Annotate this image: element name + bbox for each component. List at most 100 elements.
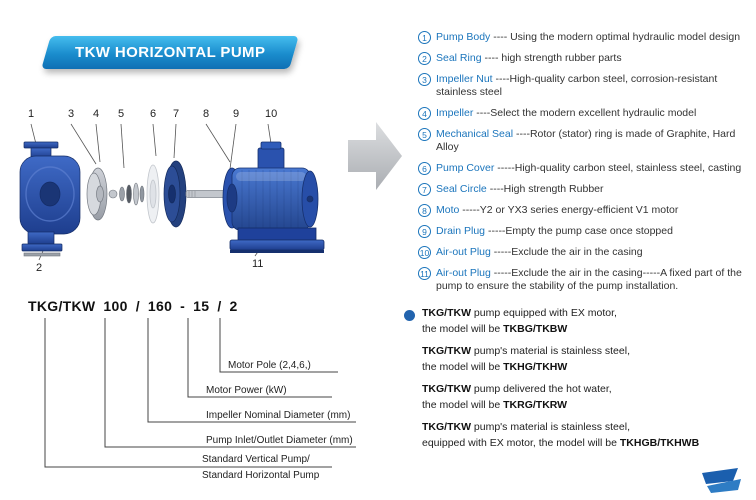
part-name: Air-out Plug — [436, 246, 491, 258]
callout-6: 6 — [150, 108, 157, 120]
note-pre: the model will be — [422, 323, 504, 335]
note-item: TKG/TKW pump's material is stainless ste… — [422, 419, 754, 451]
note-lead: TKG/TKW — [422, 307, 471, 319]
part-name: Drain Plug — [436, 225, 486, 237]
part-number-badge: 10 — [418, 246, 431, 259]
callout-9: 9 — [233, 108, 240, 120]
part-number-badge: 1 — [418, 31, 431, 44]
impeller — [86, 167, 108, 221]
part-number-badge: 9 — [418, 225, 431, 238]
part-number-badge: 11 — [418, 267, 431, 280]
note-model: TKHGB/TKHWB — [619, 437, 700, 449]
note-item: TKG/TKW pump's material is stainless ste… — [422, 343, 754, 375]
part-desc: -----Empty the pump case once stopped — [485, 225, 673, 237]
part-number-badge: 8 — [418, 204, 431, 217]
part-number-badge: 3 — [418, 73, 431, 86]
note-rest: pump's material is stainless steel, — [471, 421, 630, 433]
part-desc: ----High strength Rubber — [486, 183, 604, 195]
pump-body — [19, 141, 81, 252]
parts-list: 1 Pump Body ---- Using the modern optima… — [418, 31, 752, 301]
note-pre: equipped with EX motor, the model will b… — [422, 437, 620, 449]
part-number-badge: 6 — [418, 162, 431, 175]
note-pre: the model will be — [422, 399, 504, 411]
part-name: Pump Cover — [436, 162, 495, 174]
parts-list-item: 1 Pump Body ---- Using the modern optima… — [418, 31, 752, 44]
part-desc: ----High-quality carbon steel, corrosion… — [436, 73, 718, 98]
part-number-badge: 4 — [418, 107, 431, 120]
part-name: Moto — [436, 204, 460, 216]
brand-flag-icon — [698, 466, 746, 500]
parts-list-item: 4 Impeller ----Select the modern excelle… — [418, 107, 752, 120]
part-desc: -----Exclude the air in the casing-----A… — [436, 267, 742, 292]
leader-lines — [30, 123, 273, 261]
model-token-sep: / — [135, 298, 140, 314]
part-number-badge: 5 — [418, 128, 431, 141]
note-pre: the model will be — [422, 361, 504, 373]
note-model: TKBG/TKBW — [503, 323, 568, 335]
part-number-badge: 2 — [418, 52, 431, 65]
note-rest: pump's material is stainless steel, — [471, 345, 630, 357]
part-number-badge: 7 — [418, 183, 431, 196]
block-arrow-right-icon — [348, 120, 402, 197]
motor — [222, 141, 319, 231]
model-code: TKG/TKW 100 / 160 - 15 / 2 — [28, 298, 238, 314]
part-desc: -----Y2 or YX3 series energy-efficient V… — [459, 204, 679, 216]
parts-list-item: 7 Seal Circle ----High strength Rubber — [418, 183, 752, 196]
part-name: Air-out Plug — [436, 267, 491, 279]
motor-base — [229, 227, 325, 253]
pump-cover — [163, 160, 187, 228]
part-desc: -----High-quality carbon steel, stainles… — [494, 162, 742, 174]
legend-motor-pole: Motor Pole (2,4,6,) — [228, 360, 311, 371]
note-model: TKRG/TKRW — [503, 399, 568, 411]
note-rest: pump delivered the hot water, — [471, 383, 612, 395]
legend-standard-vertical: Standard Vertical Pump/ — [202, 454, 310, 465]
shaft — [185, 190, 231, 198]
pump-exploded-diagram: 1 3 4 5 6 7 8 9 10 2 11 — [10, 98, 375, 288]
model-token-inlet: 100 — [103, 298, 128, 314]
callout-3: 3 — [68, 108, 75, 120]
part-desc: ---- high strength rubber parts — [481, 52, 622, 64]
legend-impeller-diameter: Impeller Nominal Diameter (mm) — [206, 410, 351, 421]
callout-8: 8 — [203, 108, 210, 120]
legend-standard-horizontal: Standard Horizontal Pump — [202, 470, 320, 481]
parts-list-item: 3 Impeller Nut ----High-quality carbon s… — [418, 73, 752, 99]
parts-list-item: 9 Drain Plug -----Empty the pump case on… — [418, 225, 752, 238]
parts-list-item: 10 Air-out Plug -----Exclude the air in … — [418, 246, 752, 259]
model-token-impeller: 160 — [147, 298, 173, 314]
note-lead: TKG/TKW — [422, 383, 471, 395]
part-name: Impeller — [436, 107, 474, 119]
parts-list-item: 2 Seal Ring ---- high strength rubber pa… — [418, 52, 752, 65]
note-item: TKG/TKW pump delivered the hot water, th… — [422, 381, 754, 413]
legend-motor-power: Motor Power (kW) — [206, 385, 287, 396]
note-rest: pump equipped with EX motor, — [471, 307, 617, 319]
note-model: TKHG/TKHW — [503, 361, 568, 373]
gasket-disc — [146, 164, 160, 224]
part-name: Seal Ring — [436, 52, 482, 64]
title-banner: TKW HORIZONTAL PUMP — [41, 36, 299, 69]
parts-list-item: 8 Moto -----Y2 or YX3 series energy-effi… — [418, 204, 752, 217]
page-title: TKW HORIZONTAL PUMP — [74, 44, 266, 61]
parts-list-item: 5 Mechanical Seal ----Rotor (stator) rin… — [418, 128, 752, 154]
callout-2: 2 — [36, 262, 43, 274]
part-name: Mechanical Seal — [436, 128, 514, 140]
part-desc: ---- Using the modern optimal hydraulic … — [490, 31, 741, 43]
seal-parts — [108, 182, 145, 206]
part-desc: ----Select the modern excellent hydrauli… — [473, 107, 697, 119]
model-token-pole: 2 — [229, 298, 238, 314]
parts-list-item: 6 Pump Cover -----High-quality carbon st… — [418, 162, 752, 175]
callout-5: 5 — [118, 108, 125, 120]
legend-inlet-outlet-diameter: Pump Inlet/Outlet Diameter (mm) — [206, 435, 353, 446]
part-desc: -----Exclude the air in the casing — [490, 246, 643, 258]
note-bullet-icon — [404, 310, 415, 321]
model-token-sep: / — [217, 298, 222, 314]
model-token-series: TKG/TKW — [28, 298, 96, 314]
model-notes: TKG/TKW pump equipped with EX motor, the… — [422, 305, 754, 457]
part-name: Pump Body — [436, 31, 491, 43]
parts-list-item: 11 Air-out Plug -----Exclude the air in … — [418, 267, 752, 293]
note-lead: TKG/TKW — [422, 421, 471, 433]
part-desc: ----Rotor (stator) ring is made of Graph… — [436, 128, 736, 153]
callout-4: 4 — [93, 108, 100, 120]
note-lead: TKG/TKW — [422, 345, 471, 357]
model-token-power: 15 — [193, 298, 210, 314]
